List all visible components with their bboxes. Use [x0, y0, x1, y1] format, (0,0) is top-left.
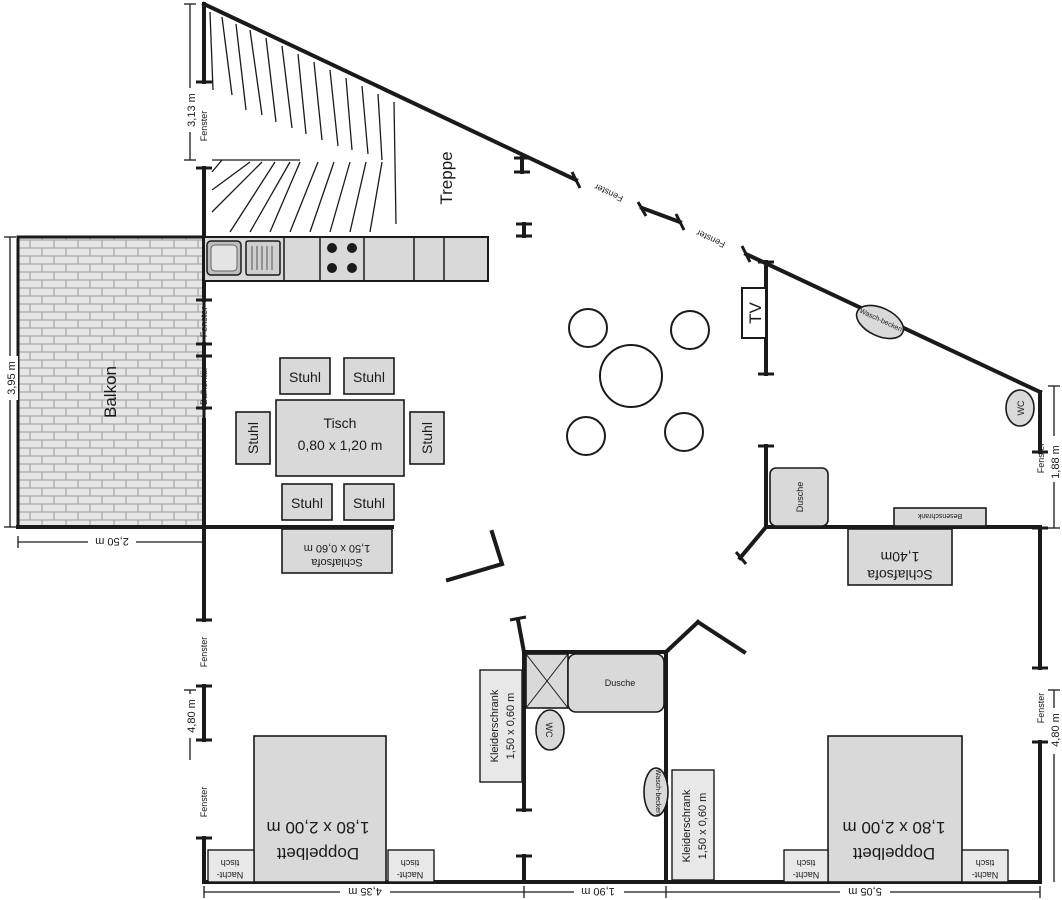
bed-left-size: 1,80 x 2,00 m: [266, 818, 369, 837]
dining-set: Tisch 0,80 x 1,20 m Stuhl Stuhl Stuhl St…: [235, 357, 445, 521]
chair-bottom-right: [343, 483, 395, 521]
dim-left-bedroom-height: 4,80 m: [186, 699, 198, 733]
window-label-bedroom-left-2: Fenster: [199, 787, 209, 818]
bathroom-lower: Dusche WC Wasch-becken: [525, 653, 669, 817]
sofa-left: Schlafsofa 1,50 x 0,60 m: [281, 528, 393, 574]
kitchen-counter: [203, 236, 489, 282]
chair-label: Stuhl: [353, 495, 385, 511]
broom-cupboard-label: Besenschrank: [917, 512, 962, 519]
wardrobe-left: Kleiderschrank 1,50 x 0,60 m: [479, 669, 523, 783]
shower-upper: Dusche: [769, 467, 829, 527]
wardrobe-right-label: Kleiderschrank: [681, 789, 693, 862]
dimension-lines: 3,13 m 3,95 m 2,50 m 4,80 m 1,: [4, 3, 1062, 899]
round-table: [599, 344, 663, 408]
table-size: 0,80 x 1,20 m: [298, 437, 383, 453]
window-label-living: Fenster: [199, 307, 209, 338]
wardrobe-right-size: 1,50 x 0,60 m: [697, 793, 709, 860]
washbasin-lower-label: Wasch-becken: [654, 769, 661, 815]
double-bed-right: [827, 735, 963, 883]
shower-lower: [567, 653, 665, 713]
nightstand: [387, 849, 435, 883]
dining-table: [275, 399, 405, 477]
wc-upper-label: WC: [1016, 400, 1026, 415]
nightstand: [207, 849, 255, 883]
bedroom-left: Doppelbett 1,80 x 2,00 m Nacht- tisch Na…: [207, 735, 435, 883]
dim-right-window-height: 1,88 m: [1050, 445, 1062, 479]
chair-label: Stuhl: [245, 422, 261, 454]
window-label-roof-1: Fenster: [593, 182, 625, 204]
bedroom-right: Doppelbett 1,80 x 2,00 m Nacht- tisch Na…: [783, 735, 1009, 883]
broom-cupboard: Besenschrank: [893, 507, 987, 527]
stool: [566, 416, 606, 456]
tv-label: TV: [746, 301, 765, 323]
sofa-right: Schlafsofa 1,40m: [847, 528, 953, 586]
balcony-label: Balkon: [101, 366, 120, 418]
nightstand-label: Nacht-: [217, 870, 244, 880]
dim-bottom-left: 4,35 m: [348, 885, 382, 897]
stairs-label: Treppe: [437, 151, 456, 204]
dim-right-bedroom-height: 4,80 m: [1050, 713, 1062, 747]
nightstand-label: tisch: [976, 858, 995, 868]
bed-right-size: 1,80 x 2,00 m: [842, 818, 945, 837]
wc-lower: [535, 709, 565, 751]
wall-ticks: [196, 80, 1048, 858]
sofa-right-label: Schlafsofa: [867, 567, 933, 583]
sofa-left-size: 1,50 x 0,60 m: [304, 542, 371, 554]
window-label-roof-2: Fenster: [695, 228, 727, 250]
stool: [568, 308, 608, 348]
table-label: Tisch: [324, 415, 357, 431]
drainer-icon: [245, 240, 281, 276]
bed-left-label: Doppelbett: [277, 844, 360, 863]
window-label-right-1: Fenster: [1036, 443, 1046, 474]
dim-bottom-middle: 1,90 m: [581, 885, 615, 897]
dim-balcony-width: 2,50 m: [95, 535, 129, 547]
washbasin-lower: [643, 767, 669, 817]
wardrobe-left-size: 1,50 x 0,60 m: [505, 693, 517, 760]
bed-right-label: Doppelbett: [853, 844, 936, 863]
window-label-bedroom-left-1: Fenster: [199, 637, 209, 668]
chair-label: Stuhl: [353, 369, 385, 385]
nightstand-label: tisch: [401, 858, 420, 868]
wardrobe-left-label: Kleiderschrank: [489, 689, 501, 762]
chair-left: [235, 411, 271, 465]
nightstand-label: Nacht-: [793, 870, 820, 880]
wc-upper: WC: [1005, 389, 1035, 427]
nightstand-label: Nacht-: [972, 870, 999, 880]
wardrobe-right: Kleiderschrank 1,50 x 0,60 m: [671, 769, 715, 881]
stool: [664, 412, 704, 452]
stool: [670, 310, 710, 350]
chair-top-right: [343, 357, 395, 395]
nightstand: [783, 849, 829, 883]
chair-right: [409, 411, 445, 465]
chair-label: Stuhl: [419, 422, 435, 454]
dim-bottom-right: 5,05 m: [848, 885, 882, 897]
balcony: Balkon: [16, 235, 206, 529]
balcony-door-label: Balkontür: [199, 367, 209, 405]
chair-bottom-left: [281, 483, 333, 521]
shower-lower-label: Dusche: [605, 678, 636, 688]
nightstand-label: Nacht-: [397, 870, 424, 880]
tv: TV: [741, 287, 767, 339]
sofa-right-size: 1,40m: [881, 549, 920, 565]
chair-label: Stuhl: [289, 369, 321, 385]
double-bed-left: [253, 735, 387, 883]
chair-top-left: [279, 357, 331, 395]
dim-stairs-height: 3,13 m: [186, 93, 198, 127]
staircase: Treppe: [209, 11, 456, 233]
chair-label: Stuhl: [291, 495, 323, 511]
round-table-set: [566, 308, 710, 456]
shower-upper-label: Dusche: [795, 482, 805, 513]
window-label-right-2: Fenster: [1036, 693, 1046, 724]
nightstand-label: tisch: [221, 858, 240, 868]
sofa-left-label: Schlafsofa: [310, 556, 362, 568]
nightstand-label: tisch: [797, 858, 816, 868]
dim-balcony-height: 3,95 m: [6, 361, 18, 395]
wc-lower-label: WC: [544, 723, 554, 738]
window-label-stairs: Fenster: [199, 111, 209, 142]
nightstand: [961, 849, 1009, 883]
stove-icon: [327, 243, 357, 273]
balcony-floor: [16, 235, 206, 529]
